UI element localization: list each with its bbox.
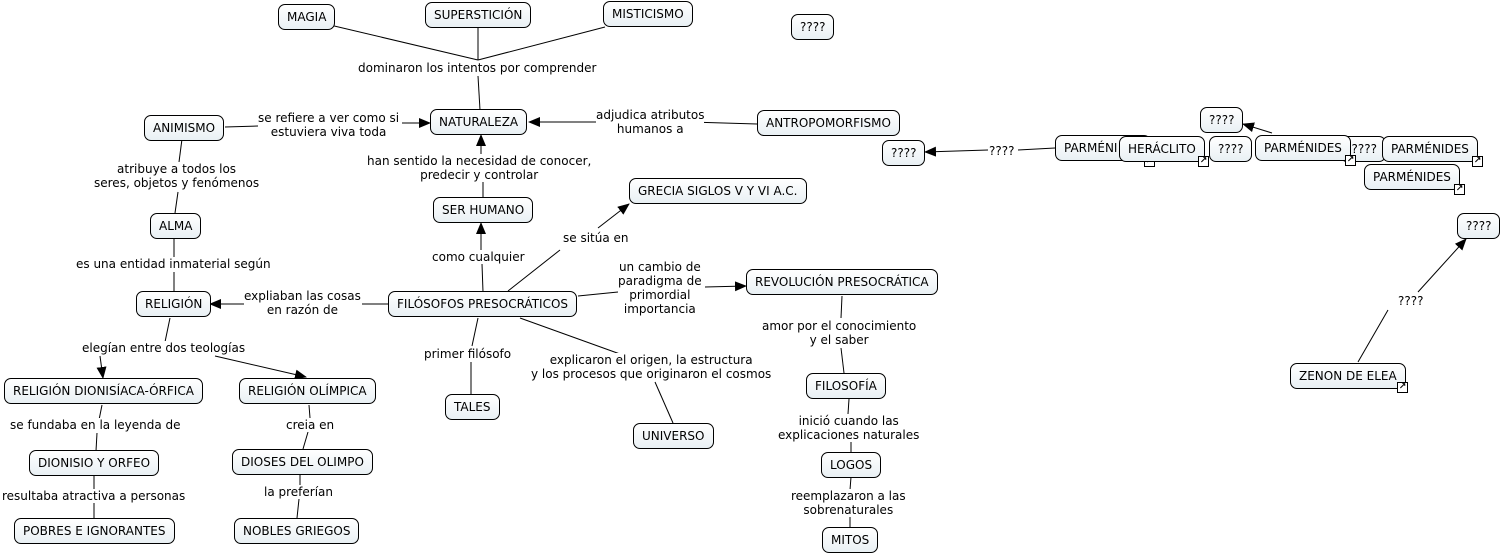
link-label-explicaban: expliaban las cosas en razón de [244, 289, 361, 317]
concept-religion-olimpica[interactable]: RELIGIÓN OLÍMPICA [239, 378, 376, 404]
concept-naturaleza[interactable]: NATURALEZA [430, 109, 528, 135]
link-icon[interactable]: ↗ [1198, 156, 1209, 167]
concept-filosofia[interactable]: FILOSOFÍA [806, 373, 886, 399]
link-label-se-situa: se sitúa en [563, 231, 629, 245]
link-icon[interactable]: ↗ [1472, 156, 1483, 167]
link-label-dominaron: dominaron los intentos por comprender [358, 61, 597, 75]
concept-antropomorfismo[interactable]: ANTROPOMORFISMO [757, 110, 900, 136]
link-label-question: ???? [989, 144, 1015, 158]
link-label-reemplazaron: reemplazaron a las sobrenaturales [791, 489, 906, 517]
concept-filosofos-presocraticos[interactable]: FILÓSOFOS PRESOCRÁTICOS [388, 291, 578, 317]
concept-alma[interactable]: ALMA [150, 213, 202, 239]
link-label-question-zenon: ???? [1398, 294, 1424, 308]
link-label-primer: primer filósofo [424, 347, 512, 361]
concept-animismo[interactable]: ANIMISMO [144, 115, 225, 141]
link-label-se-refiere: se refiere a ver como si estuviera viva … [258, 111, 400, 139]
link-label-amor: amor por el conocimiento y el saber [762, 319, 917, 347]
link-label-inicio: inició cuando las explicaciones naturale… [778, 414, 920, 442]
concept-universo[interactable]: UNIVERSO [633, 423, 714, 449]
link-label-adjudica: adjudica atributos humanos a [596, 108, 705, 136]
concept-zenon-elea[interactable]: ZENON DE ELEA [1290, 363, 1406, 389]
link-icon[interactable]: ↗ [1397, 382, 1408, 393]
concept-dionisio-orfeo[interactable]: DIONISIO Y ORFEO [29, 450, 160, 476]
concept-parmenides-1[interactable]: PARMÉNIDES [1255, 135, 1351, 161]
concept-unknown-mid[interactable]: ???? [1209, 136, 1253, 162]
concept-heraclito[interactable]: HERÁCLITO [1119, 136, 1205, 162]
link-icon[interactable]: ↗ [1454, 184, 1465, 195]
concept-tales[interactable]: TALES [445, 394, 500, 420]
link-label-preferian: la preferían [264, 485, 334, 499]
concept-logos[interactable]: LOGOS [821, 452, 882, 478]
concept-religion[interactable]: RELIGIÓN [136, 291, 212, 317]
concept-religion-dionisiaca[interactable]: RELIGIÓN DIONISÍACA-ÓRFICA [4, 378, 203, 404]
concept-unknown-right[interactable]: ???? [1457, 213, 1500, 239]
concept-unknown-top[interactable]: ???? [791, 14, 835, 40]
link-label-como-cualquier: como cualquier [432, 250, 525, 264]
link-label-han-sentido: han sentido la necesidad de conocer, pre… [367, 154, 592, 182]
concept-grecia[interactable]: GRECIA SIGLOS V Y VI A.C. [629, 178, 807, 204]
link-label-atractiva: resultaba atractiva a personas [2, 489, 186, 503]
concept-nobles-griegos[interactable]: NOBLES GRIEGOS [234, 518, 360, 544]
concept-pobres-ignorantes[interactable]: POBRES E IGNORANTES [14, 518, 175, 544]
concept-parmenides-3[interactable]: PARMÉNIDES [1364, 164, 1460, 190]
concept-dioses-olimpo[interactable]: DIOSES DEL OLIMPO [232, 449, 373, 475]
link-label-entidad: es una entidad inmaterial según [76, 257, 271, 271]
link-label-cambio: un cambio de paradigma de primordial imp… [618, 260, 702, 316]
concept-magia[interactable]: MAGIA [278, 4, 336, 30]
concept-unknown-left[interactable]: ???? [882, 140, 926, 166]
link-label-atribuye: atribuye a todos los seres, objetos y fe… [94, 162, 260, 190]
concept-ser-humano[interactable]: SER HUMANO [433, 197, 534, 223]
concept-revolucion-presocratica[interactable]: REVOLUCIÓN PRESOCRÁTICA [746, 269, 938, 295]
concept-supersticion[interactable]: SUPERSTICIÓN [425, 2, 532, 28]
link-icon[interactable]: ↗ [1345, 155, 1356, 166]
link-label-fundaba: se fundaba en la leyenda de [10, 418, 181, 432]
concept-parmenides-2[interactable]: PARMÉNIDES [1382, 136, 1478, 162]
link-label-elegian: elegían entre dos teologías [82, 341, 246, 355]
link-label-explicaron: explicaron el origen, la estructura y lo… [531, 353, 772, 381]
concept-misticismo[interactable]: MISTICISMO [603, 1, 693, 27]
concept-mitos[interactable]: MITOS [822, 527, 879, 553]
link-label-creia: creia en [286, 418, 335, 432]
concept-unknown-stack[interactable]: ???? [1200, 107, 1244, 133]
